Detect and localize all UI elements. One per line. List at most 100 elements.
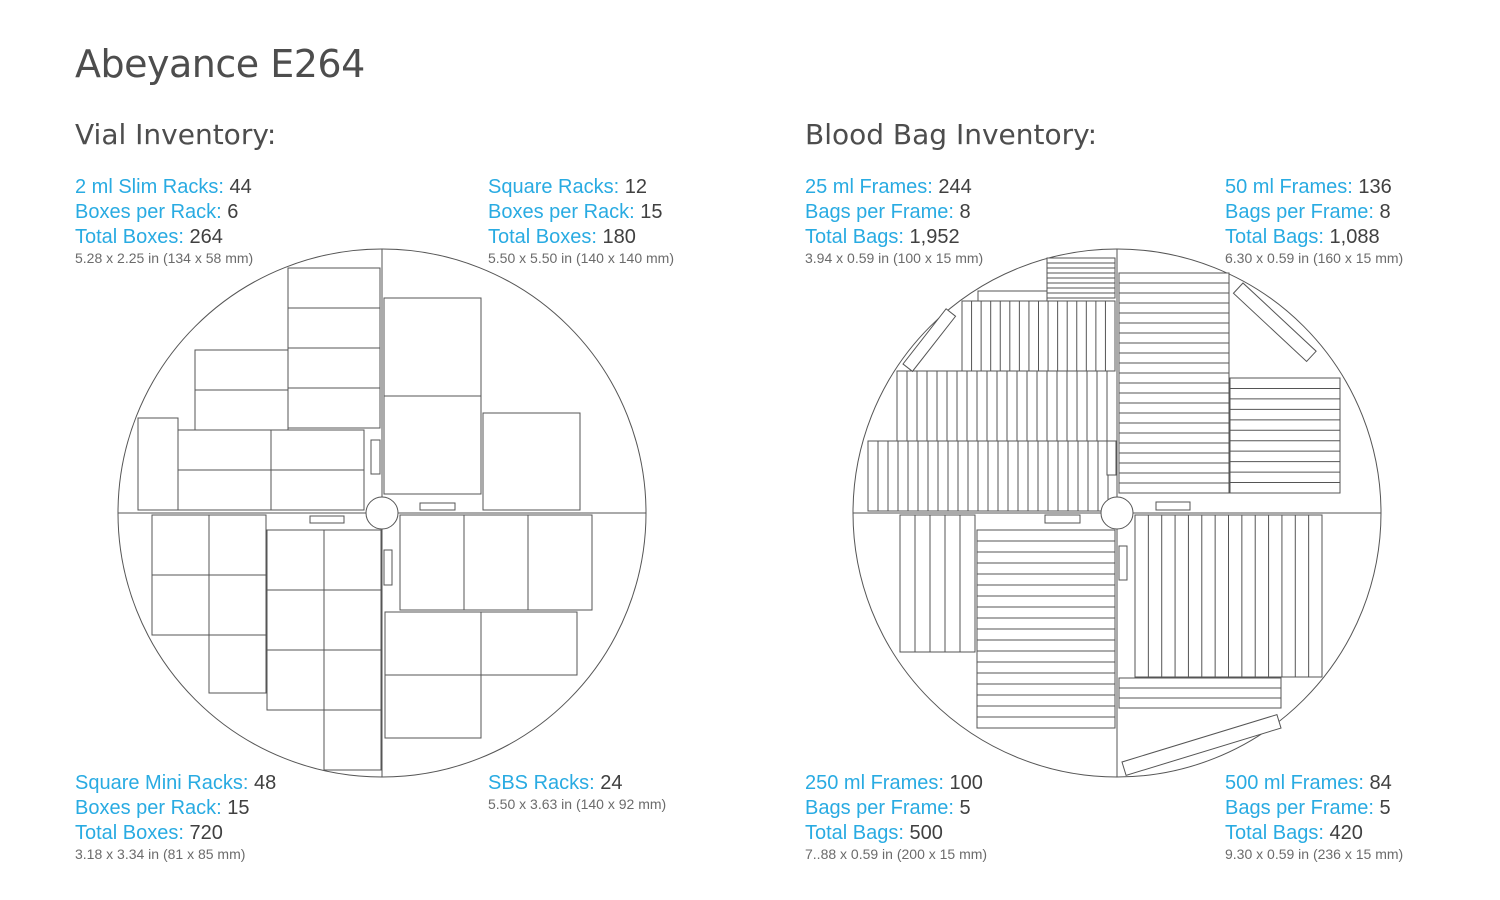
frame-25ml-edge xyxy=(977,290,1048,302)
small-tab xyxy=(419,502,456,511)
square-rack xyxy=(482,412,581,511)
mini-rack xyxy=(266,589,325,651)
mini-rack xyxy=(208,574,267,636)
mini-rack xyxy=(323,649,382,711)
info-row: 500 ml Frames: 84 xyxy=(1225,772,1392,794)
small-tab xyxy=(1118,545,1128,581)
info-row: Total Bags: 1,952 xyxy=(805,226,960,248)
info-row: 25 ml Frames: 244 xyxy=(805,176,972,198)
sbs-rack xyxy=(463,514,529,611)
page-title: Abeyance E264 xyxy=(75,42,365,86)
info-row: 250 ml Frames: 100 xyxy=(805,772,983,794)
info-row: 50 ml Frames: 136 xyxy=(1225,176,1392,198)
mini-rack xyxy=(208,514,267,576)
sbs-rack xyxy=(527,514,593,611)
frame-25ml xyxy=(961,300,1116,372)
info-row: Bags per Frame: 8 xyxy=(805,201,971,223)
frame-outline xyxy=(1229,377,1341,494)
info-row: Total Bags: 1,088 xyxy=(1225,226,1380,248)
dimensions: 5.28 x 2.25 in (134 x 58 mm) xyxy=(75,250,254,266)
frame-50ml xyxy=(1229,377,1341,494)
vial-info-bottom-left: Square Mini Racks: 48 Boxes per Rack: 15… xyxy=(75,771,395,863)
info-row: Total Bags: 500 xyxy=(805,822,943,844)
slim-rack xyxy=(270,429,365,471)
frame-250ml xyxy=(899,514,976,653)
quadrant-top-left xyxy=(867,257,1117,512)
slim-rack xyxy=(177,469,272,511)
small-tab xyxy=(1155,501,1191,511)
square-rack xyxy=(383,395,482,495)
info-row: Total Bags: 420 xyxy=(1225,822,1363,844)
frame-outline xyxy=(899,514,976,653)
frame-outline xyxy=(896,370,1108,442)
quadrant-bottom-right xyxy=(383,514,593,739)
info-row: Bags per Frame: 8 xyxy=(1225,201,1391,223)
vial-info-top-right: Square Racks: 12 Boxes per Rack: 15 Tota… xyxy=(488,175,808,267)
dimensions: 5.50 x 5.50 in (140 x 140 mm) xyxy=(488,250,674,266)
info-row: Total Boxes: 720 xyxy=(75,822,223,844)
info-row: Square Mini Racks: 48 xyxy=(75,772,277,794)
sbs-rack xyxy=(399,514,465,611)
info-row: SBS Racks: 24 xyxy=(488,772,623,794)
quadrant-top-right xyxy=(383,297,581,511)
slim-rack xyxy=(287,267,381,309)
slim-rack xyxy=(194,389,289,431)
quadrant-bottom-left xyxy=(151,514,382,771)
quadrant-top-left xyxy=(137,267,381,511)
slim-rack xyxy=(287,307,381,349)
small-tab xyxy=(370,439,381,475)
quadrant-bottom-left xyxy=(899,514,1116,729)
frame-50ml xyxy=(1118,272,1230,494)
vial-inventory-heading: Vial Inventory: xyxy=(75,118,277,151)
mini-rack xyxy=(266,649,325,711)
slim-rack xyxy=(137,417,179,511)
info-row: 2 ml Slim Racks: 44 xyxy=(75,176,252,198)
frame-25ml xyxy=(867,440,1109,512)
frame-25ml xyxy=(896,370,1108,442)
small-tab xyxy=(309,515,345,524)
sbs-rack xyxy=(384,674,482,739)
dimensions: 6.30 x 0.59 in (160 x 15 mm) xyxy=(1225,250,1404,266)
tilted-frame xyxy=(1121,714,1282,777)
frame-250ml xyxy=(976,529,1116,729)
dimensions: 7..88 x 0.59 in (200 x 15 mm) xyxy=(805,846,988,862)
slim-rack xyxy=(270,469,365,511)
sbs-rack xyxy=(480,611,578,676)
mini-rack xyxy=(323,709,382,771)
frame-outline xyxy=(1118,677,1282,709)
small-tab xyxy=(383,549,393,586)
info-row: Boxes per Rack: 6 xyxy=(75,201,239,223)
slim-rack xyxy=(177,429,272,471)
dimensions: 3.18 x 3.34 in (81 x 85 mm) xyxy=(75,846,246,862)
mini-rack xyxy=(151,514,210,576)
quadrant-bottom-right xyxy=(1118,514,1323,777)
tilted-frame xyxy=(1232,282,1317,363)
vial-info-bottom-right: SBS Racks: 24 5.50 x 3.63 in (140 x 92 m… xyxy=(488,771,808,813)
mini-rack xyxy=(151,574,210,636)
sbs-rack xyxy=(384,611,482,676)
vial-freezer-diagram xyxy=(117,248,647,778)
dimensions: 3.94 x 0.59 in (100 x 15 mm) xyxy=(805,250,984,266)
center-hub xyxy=(1100,496,1134,530)
blood-bag-freezer-diagram xyxy=(852,248,1382,778)
info-row: Boxes per Rack: 15 xyxy=(488,201,663,223)
info-row: Total Boxes: 180 xyxy=(488,226,636,248)
info-row: Boxes per Rack: 15 xyxy=(75,797,250,819)
blood-info-top-left: 25 ml Frames: 244 Bags per Frame: 8 Tota… xyxy=(805,175,1125,267)
slim-rack xyxy=(287,347,381,389)
blood-info-bottom-left: 250 ml Frames: 100 Bags per Frame: 5 Tot… xyxy=(805,771,1125,863)
blood-info-bottom-right: 500 ml Frames: 84 Bags per Frame: 5 Tota… xyxy=(1225,771,1495,863)
info-row: Bags per Frame: 5 xyxy=(1225,797,1391,819)
info-row: Square Racks: 12 xyxy=(488,176,647,198)
small-tab xyxy=(1106,440,1117,476)
square-rack xyxy=(383,297,482,397)
frame-500ml xyxy=(1134,514,1323,678)
mini-rack xyxy=(266,529,325,591)
dimensions: 9.30 x 0.59 in (236 x 15 mm) xyxy=(1225,846,1404,862)
quadrant-top-right xyxy=(1118,272,1341,511)
dimensions: 5.50 x 3.63 in (140 x 92 mm) xyxy=(488,796,667,812)
frame-500ml xyxy=(1118,677,1282,709)
slim-rack xyxy=(287,387,381,429)
tilted-frame xyxy=(902,308,957,373)
